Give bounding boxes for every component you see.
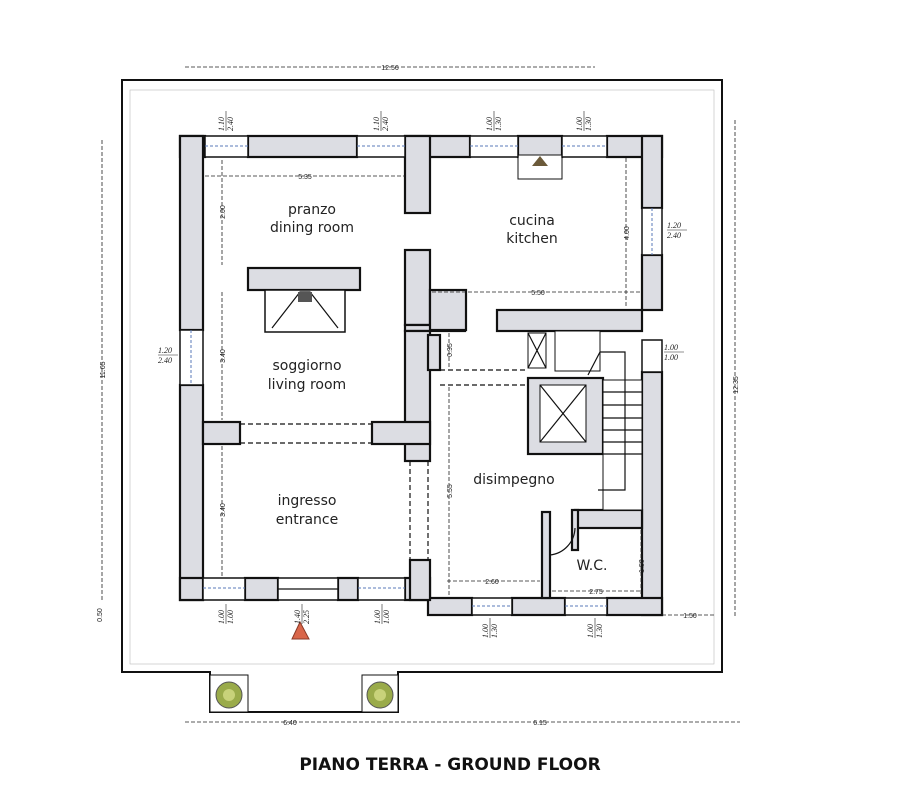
- window-height: 2.40: [226, 117, 235, 131]
- dim-bottom-left: 6.40: [283, 720, 297, 727]
- window-height: 1.30: [494, 117, 503, 131]
- interior-details: [240, 330, 643, 560]
- windows: [179, 135, 663, 616]
- window-height: 2.40: [381, 117, 390, 131]
- window-width: 1.40: [293, 610, 302, 624]
- dim-cucina-width: 5.50: [531, 290, 545, 297]
- dim-cucina-depth: 4.00: [624, 226, 631, 240]
- room-dining-room: dining room: [270, 220, 354, 236]
- plan-title: PIANO TERRA - GROUND FLOOR: [299, 755, 600, 775]
- window-height: 1.00: [382, 610, 391, 624]
- window-width: 1.00: [217, 610, 226, 624]
- room-living-room: living room: [268, 377, 346, 393]
- walls: [178, 134, 664, 617]
- room-kitchen: kitchen: [506, 231, 558, 247]
- room-entrance: entrance: [276, 512, 339, 528]
- dim-overall-right: 12.35: [733, 376, 740, 394]
- dimension-lines: 12.56 11.65 0.50 12.35 6.40 6.15 1.50 5.…: [97, 65, 740, 727]
- inner-boundary: [129, 89, 715, 665]
- window-width: 1.20: [158, 346, 172, 355]
- window-width: 1.10: [217, 117, 226, 131]
- window-height: 1.00: [226, 610, 235, 624]
- window-height: 2.40: [158, 356, 172, 365]
- dim-corridor-depth: 0.95: [447, 343, 454, 357]
- window-width: 1.00: [575, 117, 584, 131]
- window-height: 1.30: [490, 624, 499, 638]
- room-disimpegno: disimpegno: [473, 472, 554, 488]
- dim-wc-width: 2.75: [589, 589, 603, 596]
- dim-setback: 0.50: [97, 608, 104, 622]
- dim-soggiorno-depth: 3.40: [220, 349, 227, 363]
- room-cucina: cucina: [509, 213, 555, 229]
- window-width: 1.00: [485, 117, 494, 131]
- window-width: 1.10: [372, 117, 381, 131]
- window-width: 1.00: [664, 343, 678, 352]
- room-ingresso: ingresso: [278, 493, 337, 509]
- staircase: [587, 351, 643, 511]
- dim-overall-left: 11.65: [100, 361, 107, 378]
- dim-disimpegno-depth: 5.55: [447, 484, 454, 498]
- dim-wc-depth: 1.50: [639, 559, 646, 573]
- window-height: 2.40: [667, 231, 681, 240]
- planter-left: [209, 674, 249, 713]
- window-width: 1.00: [481, 624, 490, 638]
- window-width: 1.00: [373, 610, 382, 624]
- window-width: 1.00: [586, 624, 595, 638]
- dim-disimpegno-width: 2.60: [485, 579, 499, 586]
- dim-overall-width: 12.56: [381, 65, 399, 72]
- dim-pranzo-width: 5.35: [298, 174, 312, 181]
- dim-ingresso-depth: 3.40: [220, 503, 227, 517]
- dim-pranzo-depth: 2.00: [220, 205, 227, 219]
- dim-bottom-right: 6.15: [533, 720, 547, 727]
- window-height: 1.30: [584, 117, 593, 131]
- window-height: 1.30: [595, 624, 604, 638]
- wc-door-swing: [549, 527, 576, 556]
- window-height: 1.00: [664, 353, 678, 362]
- room-labels: pranzo dining room cucina kitchen soggio…: [268, 202, 608, 574]
- dim-side-margin: 1.50: [683, 613, 697, 620]
- window-width: 1.20: [667, 221, 681, 230]
- planter-right: [361, 674, 399, 713]
- entrance-arrow-icon: [291, 620, 310, 640]
- window-height: 2.25: [302, 610, 311, 624]
- room-wc: W.C.: [577, 558, 608, 574]
- room-pranzo: pranzo: [288, 202, 336, 218]
- room-soggiorno: soggiorno: [272, 358, 341, 374]
